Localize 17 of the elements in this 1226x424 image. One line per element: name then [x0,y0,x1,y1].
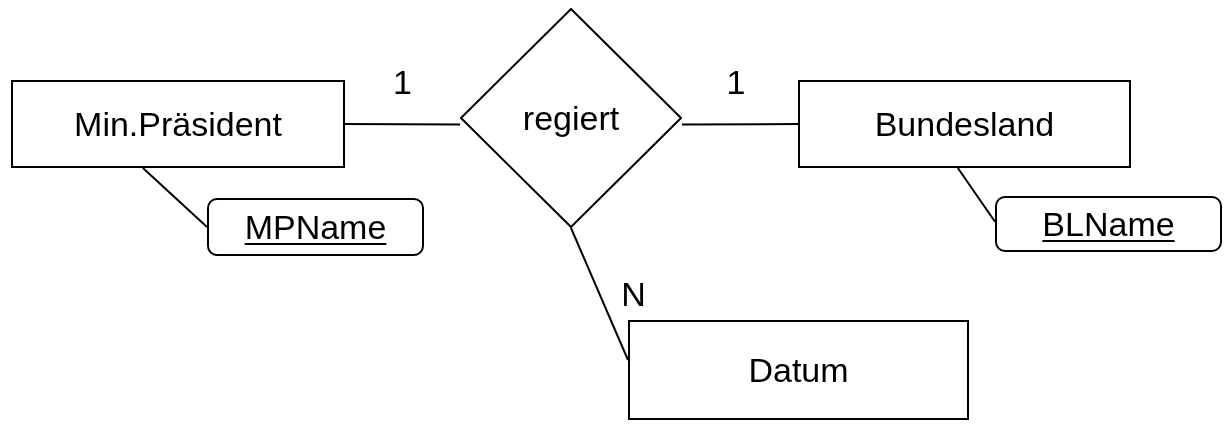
node-label: Min.Präsident [74,107,282,141]
entity-box [11,80,345,168]
node-label: MPName [244,210,387,244]
connector-line [344,123,461,126]
node-label: regiert [522,101,620,135]
entity-box [798,80,1131,168]
attribute-box [995,196,1222,252]
connector-line [681,123,799,126]
node-label: BLName [1042,207,1175,241]
connector-line [956,167,996,223]
connector-line [141,167,208,228]
connector-line [570,227,629,361]
node-label: Bundesland [874,107,1055,141]
relationship-diamond [460,8,682,228]
attribute-box [207,198,424,256]
node-label: Datum [748,353,849,387]
entity-box [628,320,969,420]
